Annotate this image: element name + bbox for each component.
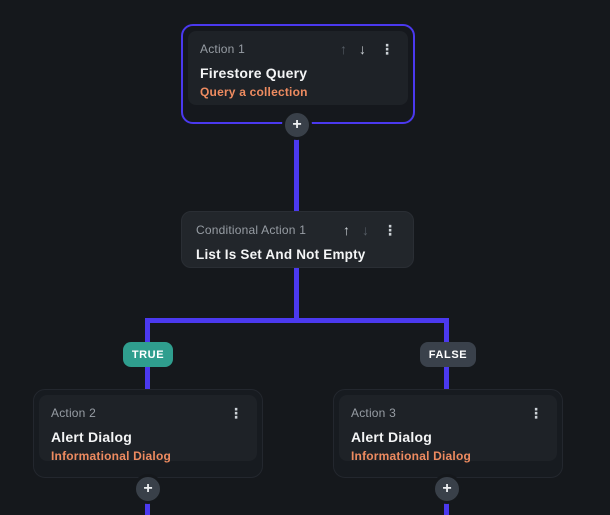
kebab-menu-icon[interactable]: ⋮ [380, 41, 394, 57]
node-action1[interactable]: Action 1 ↑ ↓ ⋮ Firestore Query Query a c… [181, 24, 415, 124]
node-action3-title: Alert Dialog [351, 429, 432, 445]
node-action2-card[interactable]: Action 2 ⋮ Alert Dialog Informational Di… [39, 395, 257, 463]
node-action3[interactable]: Action 3 ⋮ Alert Dialog Informational Di… [333, 389, 563, 478]
node-action1-label: Action 1 [200, 42, 245, 56]
true-branch-badge: TRUE [123, 342, 173, 367]
node-action1-title: Firestore Query [200, 65, 308, 81]
node-conditional1-label: Conditional Action 1 [196, 223, 307, 237]
node-action3-subtitle: Informational Dialog [351, 449, 472, 463]
move-down-icon[interactable]: ↓ [362, 222, 369, 238]
plus-icon: + [442, 480, 452, 497]
connector-action1-to-conditional [294, 130, 299, 212]
node-action1-subtitle: Query a collection [200, 85, 308, 99]
node-action2-label: Action 2 [51, 406, 96, 420]
add-action-button-true-branch[interactable]: + [133, 474, 163, 504]
node-action2-title: Alert Dialog [51, 429, 132, 445]
move-down-icon[interactable]: ↓ [359, 41, 366, 57]
connector-action3-continuation [444, 500, 449, 515]
connector-branch-horizontal [145, 318, 449, 323]
plus-icon: + [143, 480, 153, 497]
move-up-icon[interactable]: ↑ [343, 222, 350, 238]
node-action3-card[interactable]: Action 3 ⋮ Alert Dialog Informational Di… [339, 395, 557, 463]
node-action2[interactable]: Action 2 ⋮ Alert Dialog Informational Di… [33, 389, 263, 478]
kebab-menu-icon[interactable]: ⋮ [229, 405, 243, 421]
add-action-button-false-branch[interactable]: + [432, 474, 462, 504]
connector-conditional-to-split [294, 268, 299, 320]
node-action2-subtitle: Informational Dialog [51, 449, 172, 463]
kebab-menu-icon[interactable]: ⋮ [383, 222, 397, 238]
move-up-icon[interactable]: ↑ [340, 41, 347, 57]
node-action1-card[interactable]: Action 1 ↑ ↓ ⋮ Firestore Query Query a c… [188, 31, 408, 105]
add-action-button-top[interactable]: + [282, 110, 312, 140]
connector-action2-continuation [145, 500, 150, 515]
kebab-menu-icon[interactable]: ⋮ [529, 405, 543, 421]
node-action3-label: Action 3 [351, 406, 396, 420]
node-conditional1[interactable]: Conditional Action 1 ↑ ↓ ⋮ List Is Set A… [181, 211, 414, 268]
false-branch-badge: FALSE [420, 342, 476, 367]
node-conditional1-title: List Is Set And Not Empty [196, 247, 366, 262]
plus-icon: + [292, 116, 302, 133]
